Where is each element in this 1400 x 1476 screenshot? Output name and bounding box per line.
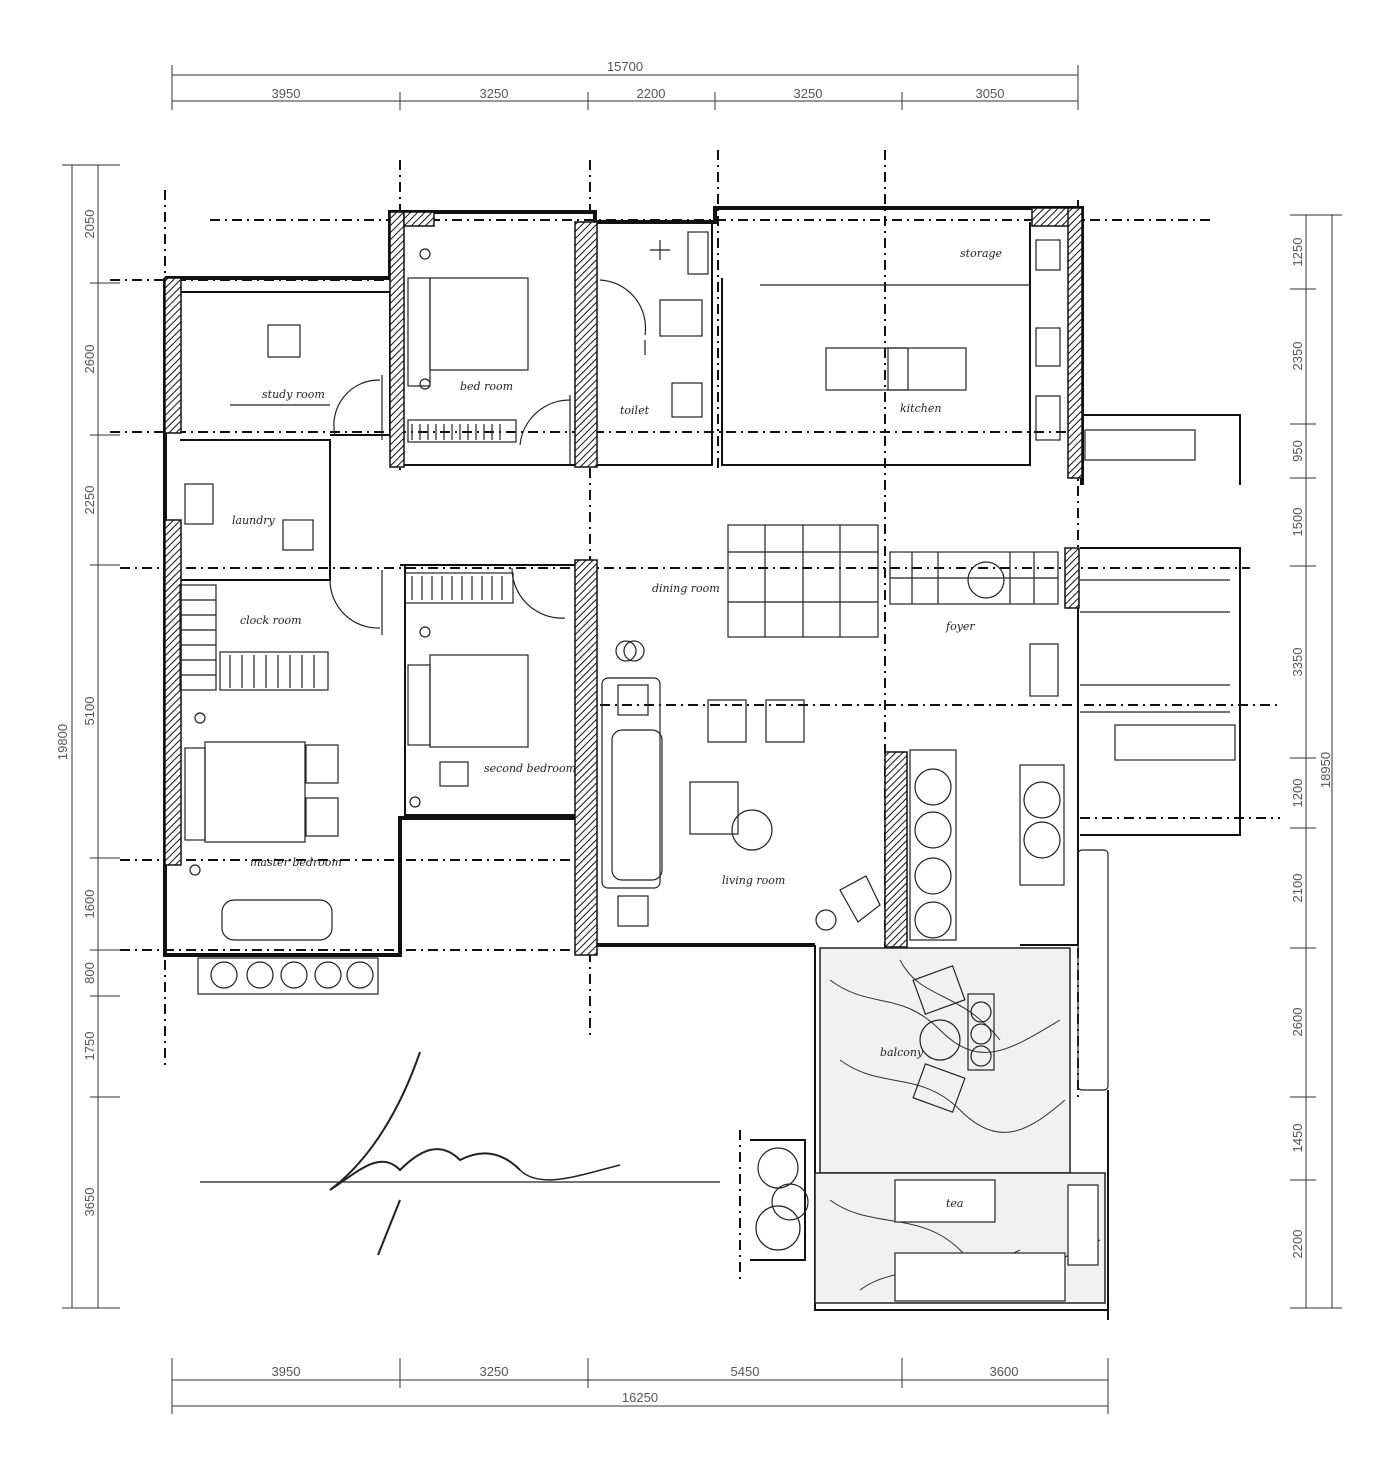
- bedroom-middle: [404, 567, 566, 808]
- dim-right-9: 1450: [1290, 1124, 1305, 1153]
- dim-bottom-total: 16250: [622, 1390, 658, 1405]
- study-room: [230, 324, 383, 440]
- living-room: [601, 640, 881, 931]
- master-bedroom: [184, 712, 379, 995]
- dim-right-5: 3350: [1290, 648, 1305, 677]
- bathroom-label: toilet: [620, 404, 650, 417]
- walls: [163, 206, 1241, 1311]
- dim-bottom-1: 3950: [272, 1364, 301, 1379]
- dim-left-1: 2050: [82, 210, 97, 239]
- kitchen-label: kitchen: [900, 402, 941, 415]
- closet-label: clock room: [240, 614, 302, 627]
- laundry-label: laundry: [232, 514, 276, 527]
- bedroom-middle-label: second bedroom: [484, 762, 576, 775]
- dim-right-6: 1200: [1290, 779, 1305, 808]
- dim-left-total: 19800: [55, 724, 70, 760]
- kitchen: [760, 239, 1196, 461]
- living-room-label: living room: [722, 874, 785, 887]
- dimension-left: [62, 164, 120, 1309]
- dimension-top: [171, 65, 1079, 110]
- dim-left-4: 5100: [82, 697, 97, 726]
- dim-left-7: 1750: [82, 1032, 97, 1061]
- dim-top-5: 3050: [976, 86, 1005, 101]
- dim-left-5: 1600: [82, 890, 97, 919]
- bathroom: [599, 231, 709, 418]
- dim-right-2: 2350: [1290, 342, 1305, 371]
- bedroom-top: [407, 248, 571, 465]
- dim-right-7: 2100: [1290, 874, 1305, 903]
- dimension-bottom: [171, 1358, 1109, 1414]
- dim-top-total: 15700: [607, 59, 643, 74]
- dim-top-4: 3250: [794, 86, 823, 101]
- laundry-closet: [179, 483, 383, 691]
- dim-left-3: 2250: [82, 486, 97, 515]
- dim-right-4: 1500: [1290, 508, 1305, 537]
- bedroom-top-label: bed room: [460, 380, 513, 393]
- dim-top-2: 3250: [480, 86, 509, 101]
- right-terrace: [1080, 579, 1236, 761]
- dim-left-2: 2600: [82, 345, 97, 374]
- dining-label: dining room: [652, 582, 720, 595]
- balcony-garden: [755, 947, 1106, 1304]
- master-bedroom-label: master bedroom: [250, 856, 342, 869]
- dim-right-1: 1250: [1290, 238, 1305, 267]
- entry-label: foyer: [945, 620, 975, 633]
- dimension-right: [1290, 214, 1342, 1309]
- dim-left-6: 800: [82, 962, 97, 984]
- dim-top-1: 3950: [272, 86, 301, 101]
- study-room-label: study room: [262, 388, 325, 401]
- signature-sketch: [200, 1051, 720, 1256]
- store-label: storage: [960, 247, 1003, 260]
- dim-right-total: 18950: [1318, 752, 1333, 788]
- dim-top-3: 2200: [637, 86, 666, 101]
- lounge-label: tea: [946, 1197, 964, 1210]
- dim-left-8: 3650: [82, 1188, 97, 1217]
- bar-counter: [909, 749, 1109, 1091]
- dim-right-10: 2200: [1290, 1230, 1305, 1259]
- dim-right-8: 2600: [1290, 1008, 1305, 1037]
- dim-bottom-3: 5450: [731, 1364, 760, 1379]
- dim-right-3: 950: [1290, 440, 1305, 462]
- dining-area: [727, 524, 1059, 697]
- dim-bottom-2: 3250: [480, 1364, 509, 1379]
- balcony-label: balcony: [880, 1046, 924, 1059]
- dim-bottom-4: 3600: [990, 1364, 1019, 1379]
